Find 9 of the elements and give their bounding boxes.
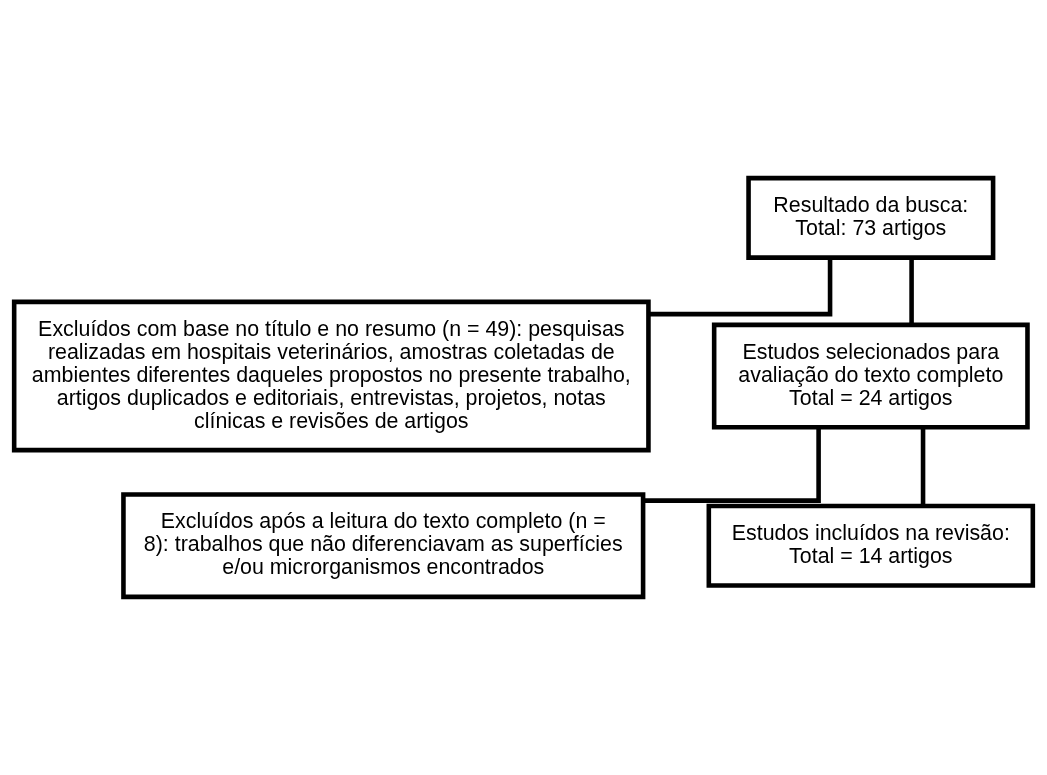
connector: [909, 257, 914, 325]
node-box: Estudos selecionados para avaliação do texto completo Total = 24 artigos: [711, 322, 1030, 430]
connector: [920, 427, 926, 506]
connector: [648, 258, 833, 317]
connector: [643, 427, 821, 503]
node-box: Excluídos com base no título e no resumo (n = 49): pesquisas realizadas em hospitais veterinários, amostras coletadas de ambientes diferentes daqueles propostos no presente trabalho, artigos duplicados e editoriais, entrevistas, projetos, notas clínicas e revisões de artigos: [11, 299, 651, 453]
node-box: Resultado da busca: Total: 73 artigos: [746, 175, 996, 260]
node-box: Estudos incluídos na revisão: Total = 14 artigos: [706, 503, 1036, 588]
node-box: Excluídos após a leitura do texto completo (n = 8): trabalhos que não diferenciavam as superfícies e/ou microrganismos encontrados: [121, 492, 646, 600]
